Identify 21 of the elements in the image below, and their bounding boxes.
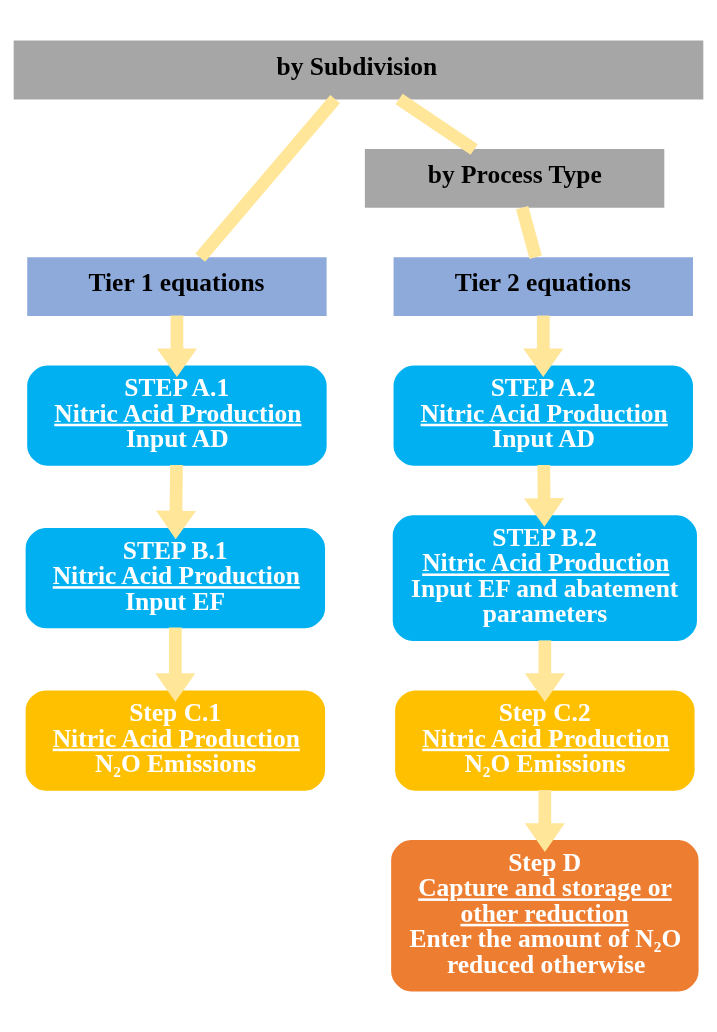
arrow xyxy=(524,790,565,852)
arrow xyxy=(524,640,565,702)
arrow xyxy=(523,315,564,378)
node-box: by Process Type xyxy=(364,148,665,208)
node-box: Step D Capture and storage or other reduction Enter the amount of N₂O reduced otherwise xyxy=(391,840,699,992)
connector xyxy=(395,93,478,155)
arrow xyxy=(156,315,197,378)
connector xyxy=(515,205,542,259)
node-box: STEP B.1 Nitric Acid Production Input EF xyxy=(25,527,326,629)
arrow xyxy=(155,464,197,540)
node-box: by Subdivision xyxy=(13,40,704,100)
connector xyxy=(195,94,340,262)
node-box: STEP A.2 Nitric Acid Production Input AD xyxy=(393,365,693,466)
node-box: STEP B.2 Nitric Acid Production Input EF and abatement parameters xyxy=(392,515,697,642)
arrow xyxy=(524,464,565,527)
node-box: Tier 2 equations xyxy=(393,257,693,317)
node-box: Tier 1 equations xyxy=(27,257,327,317)
arrow xyxy=(155,627,196,702)
node-box: STEP A.1 Nitric Acid Production Input AD xyxy=(27,365,327,466)
node-box: Step C.2 Nitric Acid Production N₂O Emissions xyxy=(395,690,695,791)
node-box: Step C.1 Nitric Acid Production N₂O Emissions xyxy=(25,690,326,791)
